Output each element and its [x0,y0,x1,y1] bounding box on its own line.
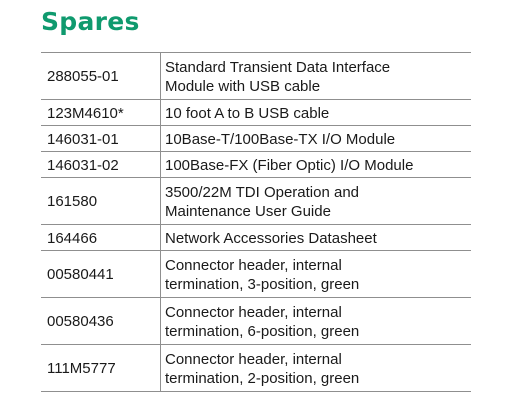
description-line: Standard Transient Data Interface [165,58,391,76]
part-number-cell: 164466 [41,224,161,251]
part-number-cell: 00580436 [41,297,161,345]
table-row: 00580436 Connector header, internal term… [41,297,471,345]
spares-table: 288055-01 Standard Transient Data Interf… [41,52,471,392]
description-line: Module with USB cable [165,77,321,95]
description-cell: 10Base-T/100Base-TX I/O Module [160,125,471,152]
table-row: 111M5777 Connector header, internal term… [41,344,471,392]
part-number-cell: 161580 [41,177,161,225]
part-number-cell: 111M5777 [41,344,161,392]
table-row: 146031-02 100Base-FX (Fiber Optic) I/O M… [41,151,471,178]
part-number-cell: 288055-01 [41,52,161,100]
description-line: 3500/22M TDI Operation and [165,183,360,201]
table-row: 164466 Network Accessories Datasheet [41,224,471,251]
table-row: 161580 3500/22M TDI Operation and Mainte… [41,177,471,225]
description-cell: 10 foot A to B USB cable [160,99,471,126]
description-line: Maintenance User Guide [165,202,331,220]
table-row: 146031-01 10Base-T/100Base-TX I/O Module [41,125,471,152]
description-line: 10 foot A to B USB cable [165,104,330,122]
table-row: 00580441 Connector header, internal term… [41,250,471,298]
table-row: 123M4610* 10 foot A to B USB cable [41,99,471,126]
description-line: 100Base-FX (Fiber Optic) I/O Module [165,156,414,174]
description-cell: 3500/22M TDI Operation and Maintenance U… [160,177,471,225]
description-line: Connector header, internal [165,303,342,321]
description-cell: Network Accessories Datasheet [160,224,471,251]
part-number-cell: 146031-01 [41,125,161,152]
part-number-cell: 146031-02 [41,151,161,178]
table-row: 288055-01 Standard Transient Data Interf… [41,52,471,100]
description-line: 10Base-T/100Base-TX I/O Module [165,130,396,148]
part-number-cell: 123M4610* [41,99,161,126]
page-title: Spares [41,7,140,36]
description-line: Network Accessories Datasheet [165,229,377,247]
description-line: termination, 3-position, green [165,275,360,293]
description-line: termination, 2-position, green [165,369,360,387]
description-cell: Connector header, internal termination, … [160,297,471,345]
description-line: Connector header, internal [165,350,342,368]
description-line: Connector header, internal [165,256,342,274]
description-cell: Standard Transient Data Interface Module… [160,52,471,100]
description-cell: Connector header, internal termination, … [160,250,471,298]
description-cell: 100Base-FX (Fiber Optic) I/O Module [160,151,471,178]
description-line: termination, 6-position, green [165,322,360,340]
description-cell: Connector header, internal termination, … [160,344,471,392]
part-number-cell: 00580441 [41,250,161,298]
